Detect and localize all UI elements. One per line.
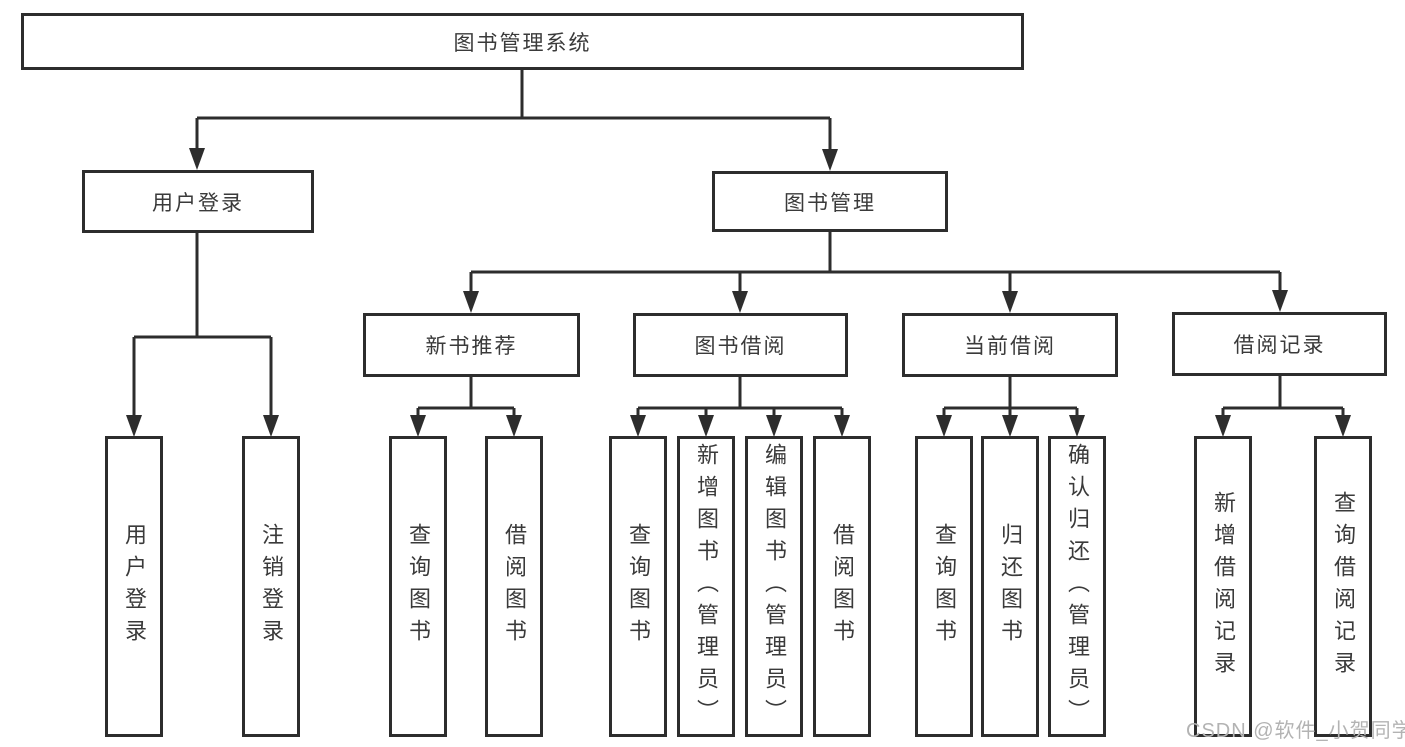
leaf-add-borrow-record-label: 新增借阅记录 xyxy=(1211,490,1236,683)
arrowhead xyxy=(834,415,850,437)
leaf-user-login: 用户登录 xyxy=(105,436,163,737)
leaf-logout-label: 注销登录 xyxy=(259,522,284,651)
leaf-borrow-books-borrowing-label: 借阅图书 xyxy=(830,522,855,651)
leaf-confirm-return-admin-label: 确认归还（管理员） xyxy=(1065,442,1090,731)
node-book-mgmt: 图书管理 xyxy=(712,171,948,232)
node-borrow-records-label: 借阅记录 xyxy=(1233,334,1326,357)
arrowhead xyxy=(263,415,279,437)
arrowhead xyxy=(1335,415,1351,437)
arrowhead xyxy=(698,415,714,437)
leaf-add-borrow-record: 新增借阅记录 xyxy=(1194,436,1252,737)
node-current-borrowing: 当前借阅 xyxy=(902,313,1118,377)
arrowhead xyxy=(1002,415,1018,437)
node-book-borrowing: 图书借阅 xyxy=(633,313,848,377)
arrowhead xyxy=(189,148,205,170)
leaf-query-books-borrowing-label: 查询图书 xyxy=(626,522,651,651)
leaf-edit-book-admin-label: 编辑图书（管理员） xyxy=(762,442,787,731)
leaf-query-books-recommend: 查询图书 xyxy=(389,436,447,737)
arrowhead xyxy=(126,415,142,437)
leaf-query-books-recommend-label: 查询图书 xyxy=(406,522,431,651)
arrowhead xyxy=(766,415,782,437)
leaf-query-books-borrowing: 查询图书 xyxy=(609,436,667,737)
leaf-query-borrow-record: 查询借阅记录 xyxy=(1314,436,1372,737)
edge-records-to-leaves xyxy=(1221,376,1345,420)
leaf-add-book-admin-label: 新增图书（管理员） xyxy=(694,442,719,731)
leaf-query-books-current-label: 查询图书 xyxy=(932,522,957,651)
edge-login-to-leaves xyxy=(132,233,273,420)
watermark: CSDN @软件_小贺同学 xyxy=(1186,720,1405,742)
leaf-borrow-books-recommend: 借阅图书 xyxy=(485,436,543,737)
edge-current-to-leaves xyxy=(942,377,1079,420)
leaf-logout: 注销登录 xyxy=(242,436,300,737)
node-current-borrowing-label: 当前借阅 xyxy=(964,335,1056,358)
leaf-add-book-admin: 新增图书（管理员） xyxy=(677,436,735,737)
node-new-book-recommend: 新书推荐 xyxy=(363,313,580,377)
leaf-user-login-label: 用户登录 xyxy=(122,522,147,651)
arrowhead xyxy=(936,415,952,437)
leaf-borrow-books-borrowing: 借阅图书 xyxy=(813,436,871,737)
arrowhead xyxy=(732,291,748,313)
arrowhead xyxy=(1272,290,1288,312)
node-book-mgmt-label: 图书管理 xyxy=(784,191,876,215)
node-user-login-label: 用户登录 xyxy=(152,191,244,215)
arrowhead xyxy=(822,149,838,171)
arrowhead xyxy=(630,415,646,437)
node-book-borrowing-label: 图书借阅 xyxy=(694,335,787,358)
arrowhead xyxy=(1002,291,1018,313)
leaf-borrow-books-recommend-label: 借阅图书 xyxy=(502,522,527,651)
arrowhead xyxy=(410,415,426,437)
node-root-label: 图书管理系统 xyxy=(453,31,592,55)
leaf-return-book-label: 归还图书 xyxy=(998,522,1023,651)
edge-root-to-level2 xyxy=(195,69,832,153)
leaf-return-book: 归还图书 xyxy=(981,436,1039,737)
edge-borrow-to-leaves xyxy=(636,377,844,420)
node-borrow-records: 借阅记录 xyxy=(1172,312,1387,376)
leaf-confirm-return-admin: 确认归还（管理员） xyxy=(1048,436,1106,737)
leaf-query-books-current: 查询图书 xyxy=(915,436,973,737)
arrowhead xyxy=(1069,415,1085,437)
edge-recommend-to-leaves xyxy=(416,377,516,420)
arrowhead xyxy=(463,291,479,313)
arrowhead xyxy=(1215,415,1231,437)
node-user-login: 用户登录 xyxy=(82,170,314,233)
leaf-edit-book-admin: 编辑图书（管理员） xyxy=(745,436,803,737)
node-new-book-recommend-label: 新书推荐 xyxy=(425,335,518,358)
leaf-query-borrow-record-label: 查询借阅记录 xyxy=(1331,490,1356,683)
node-root: 图书管理系统 xyxy=(21,13,1024,70)
arrowhead xyxy=(506,415,522,437)
edge-mgmt-to-level3 xyxy=(469,232,1282,296)
